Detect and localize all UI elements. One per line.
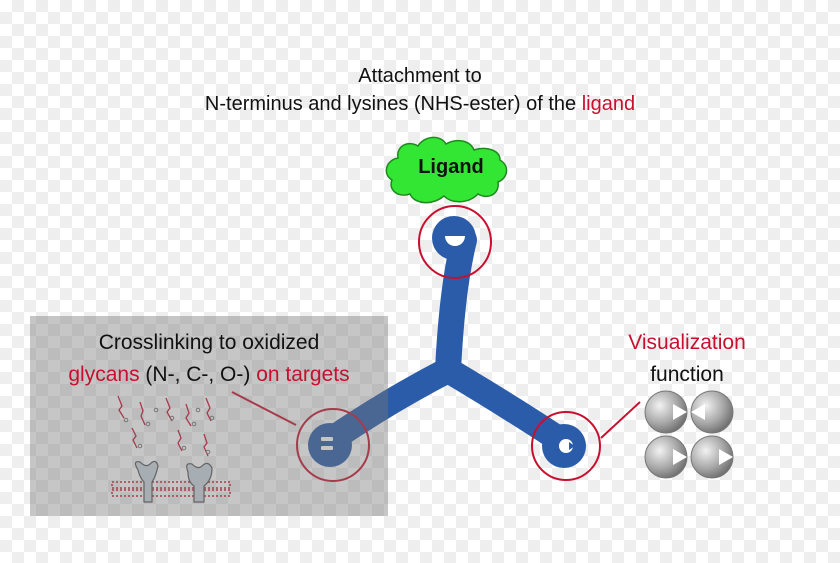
nhs-ester-glyph bbox=[445, 236, 465, 246]
attachment-caption-text: N-terminus and lysines (NHS-ester) of th… bbox=[204, 93, 582, 115]
bead-icon bbox=[644, 435, 688, 479]
bead-icon bbox=[690, 435, 734, 479]
visualization-highlight: Visualization bbox=[628, 331, 746, 354]
ligand-label: Ligand bbox=[418, 156, 484, 178]
visualization-glyph bbox=[559, 439, 575, 453]
pointer-lines bbox=[231, 391, 641, 439]
attachment-caption: Attachment to N-terminus and lysines (NH… bbox=[0, 62, 840, 118]
ligand-site-circle bbox=[418, 205, 492, 279]
attachment-caption-line1: Attachment to bbox=[358, 65, 482, 87]
glycan-site-circle bbox=[296, 408, 370, 482]
attachment-caption-line2: N-terminus and lysines (NHS-ester) of th… bbox=[0, 90, 840, 118]
visualization-site-circle bbox=[531, 411, 601, 481]
glycans-highlight: glycans bbox=[68, 363, 140, 386]
membrane-protein-right bbox=[186, 462, 213, 503]
ligand-blob bbox=[385, 136, 508, 204]
bead-icon bbox=[644, 390, 688, 434]
glycan-types-text: (N-, C-, O-) bbox=[139, 363, 257, 386]
lipid-bilayer bbox=[111, 481, 231, 497]
on-targets-highlight: on targets bbox=[256, 363, 350, 386]
glycan-dots bbox=[123, 407, 215, 455]
membrane-protein-left bbox=[134, 460, 159, 503]
visualization-beads bbox=[644, 390, 734, 479]
crosslinking-caption-line1: Crosslinking to oxidized bbox=[98, 331, 320, 354]
trifunctional-linker bbox=[308, 216, 586, 468]
crosslinking-caption-line2: glycans (N-, C-, O-) on targets bbox=[30, 359, 388, 391]
membrane-illustration bbox=[111, 395, 231, 503]
function-text: function bbox=[650, 363, 724, 386]
highlight-circles bbox=[296, 205, 601, 482]
bead-icon bbox=[690, 390, 734, 434]
ligand-highlight: ligand bbox=[581, 93, 636, 115]
crosslinking-caption: Crosslinking to oxidized glycans (N-, C-… bbox=[30, 327, 388, 391]
glycan-target-panel bbox=[30, 316, 388, 516]
visualization-caption: Visualization function bbox=[612, 327, 762, 391]
aldehyde-reactive-glyph bbox=[321, 437, 333, 450]
